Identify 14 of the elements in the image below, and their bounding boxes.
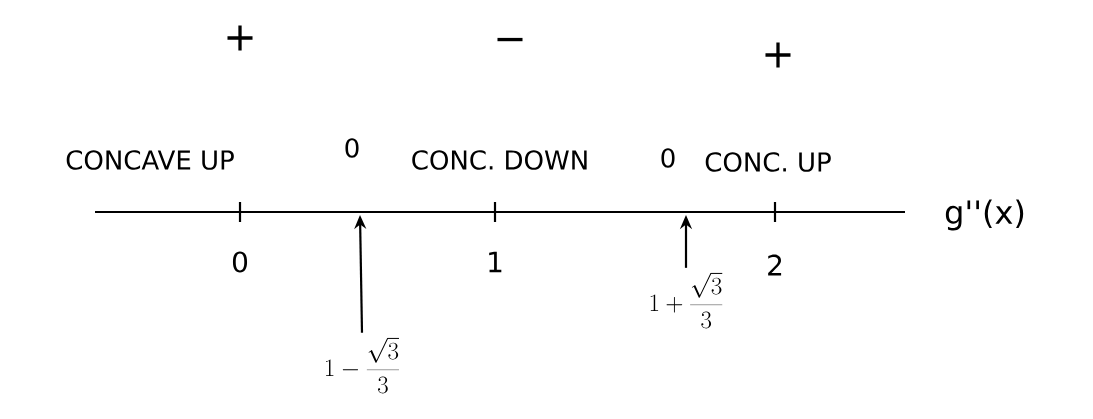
interval-label: CONC. UP	[705, 152, 831, 172]
tick-label: 2	[768, 254, 782, 276]
sign-label: −	[497, 37, 523, 42]
point-label: $1-\frac{\sqrt{3}}{3}$	[326, 337, 399, 394]
zero-label: 0	[345, 138, 359, 158]
interval-label: CONCAVE UP	[66, 150, 234, 170]
function-label: g''(x)	[945, 199, 1024, 231]
sign-label: +	[227, 25, 253, 51]
zero-label: 0	[661, 148, 675, 168]
sign-label: +	[765, 42, 791, 68]
tick-label: 0	[232, 251, 248, 273]
interval-label: CONC. DOWN	[412, 150, 587, 170]
point-label: $1+\frac{\sqrt{3}}{3}$	[650, 272, 723, 329]
tick-label: 1	[489, 251, 502, 273]
